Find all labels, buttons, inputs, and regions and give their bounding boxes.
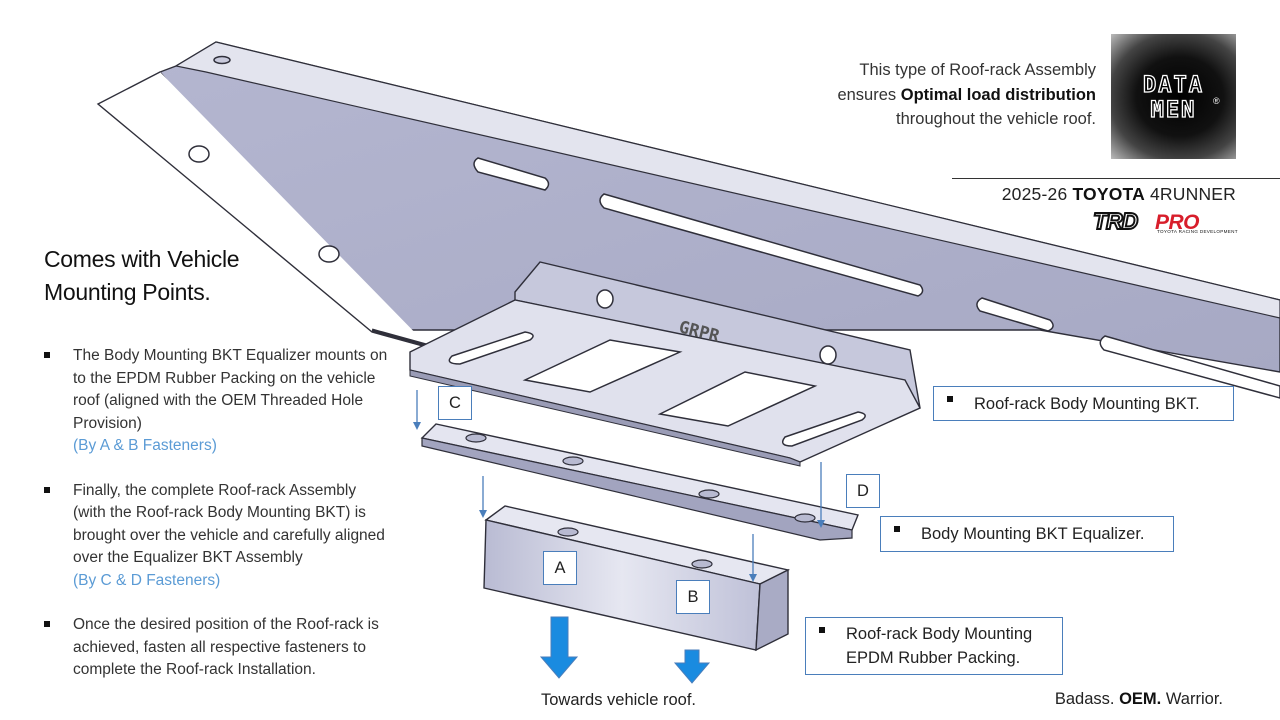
header-divider [952,178,1280,179]
tagline: Badass. OEM. Warrior. [1054,690,1223,708]
roof-rail [96,41,1280,399]
towards-roof-label: Towards vehicle roof. [541,691,696,709]
rail-holes [188,55,340,263]
intro-text: This type of Roof-rack Assembly ensures … [837,61,1096,128]
callout-bkt-equalizer: Body Mounting BKT Equalizer. [880,516,1174,552]
list-item: The Body Mounting BKT Equalizer mounts o… [44,345,389,458]
fastener-label-c: C [438,386,472,420]
down-arrows-icon [539,616,711,684]
rail-slots [473,157,1280,399]
bullet-icon [44,621,50,627]
epdm-rubber-packing [483,505,791,652]
body-mounting-bracket: GRPR [409,261,921,467]
bullet-icon [894,526,900,532]
instruction-list: The Body Mounting BKT Equalizer mounts o… [44,345,389,704]
bkt-equalizer-plate [420,423,859,541]
fastener-label-b: B [676,580,710,614]
bullet-icon [44,486,50,493]
page-title: Comes with Vehicle Mounting Points. [44,246,240,305]
trd-pro-logo: TRD PRO TOYOTA RACING DEVELOPMENT [1092,207,1238,235]
callout-epdm-packing: Roof-rack Body Mounting EPDM Rubber Pack… [805,617,1063,675]
bullet-icon [819,627,825,633]
vehicle-model: 2025-26 TOYOTA 4RUNNER [1001,184,1236,204]
callout-body-mounting-bkt: Roof-rack Body Mounting BKT. [933,386,1234,421]
fastener-label-d: D [846,474,880,508]
fastener-guide-arrows [413,390,825,582]
bullet-icon [947,396,953,402]
fastener-label-a: A [543,551,577,585]
list-item: Once the desired position of the Roof-ra… [44,614,389,682]
list-item: Finally, the complete Roof-rack Assembly… [44,480,389,593]
bullet-icon [44,352,50,358]
datamen-logo: DATA MEN ® [1111,34,1236,159]
